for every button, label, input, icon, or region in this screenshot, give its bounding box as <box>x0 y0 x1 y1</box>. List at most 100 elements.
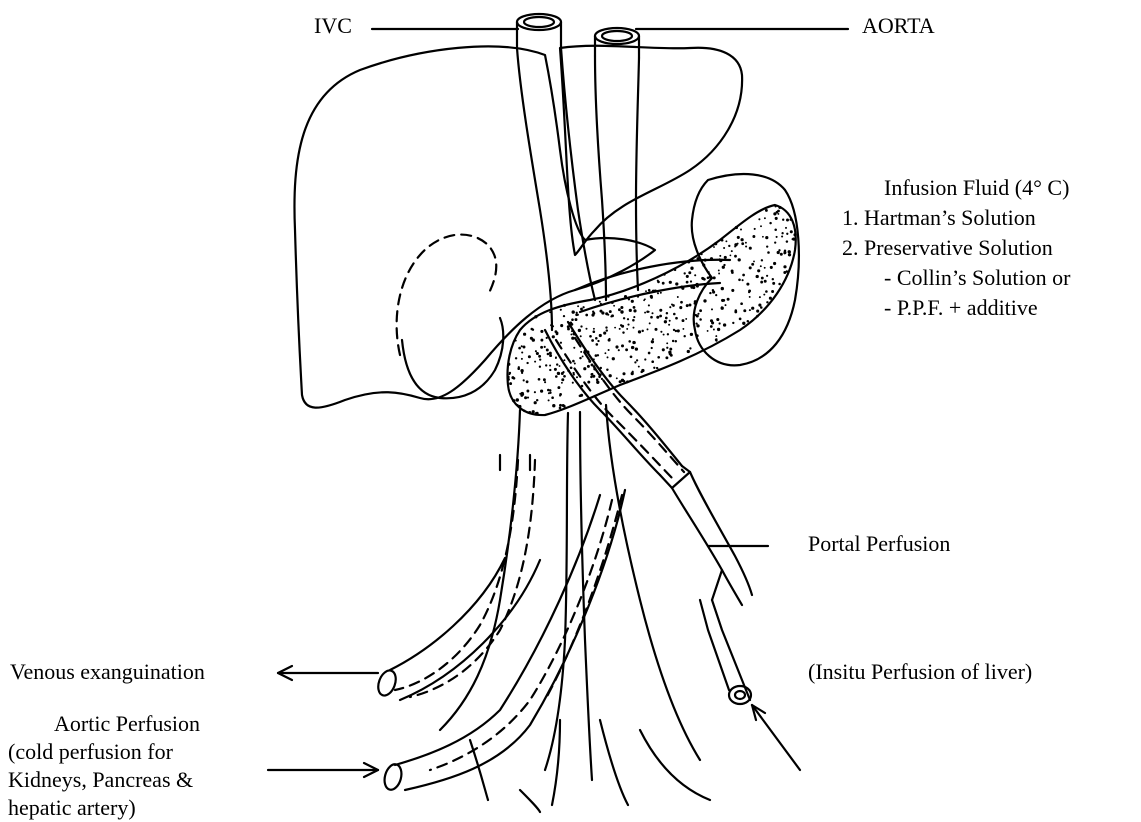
stipple-dot <box>638 366 640 368</box>
stipple-dot <box>567 325 570 328</box>
stipple-dot <box>745 242 747 244</box>
stipple-dot <box>636 359 638 361</box>
right-kidney-visible <box>402 318 503 398</box>
stipple-dot <box>571 318 574 321</box>
stipple-dot <box>782 219 784 221</box>
stipple-dot <box>577 314 579 316</box>
stipple-dot <box>549 311 551 313</box>
stipple-dot <box>521 358 523 360</box>
stipple-dot <box>774 229 777 232</box>
stipple-dot <box>551 396 554 399</box>
stipple-dot <box>601 378 603 380</box>
stipple-dot <box>622 372 625 375</box>
stipple-dot <box>758 304 761 307</box>
stipple-dot <box>727 298 730 301</box>
stipple-dot <box>688 271 691 274</box>
stipple-dot <box>767 251 770 254</box>
stipple-dot <box>580 325 582 327</box>
stipple-dot <box>608 349 610 351</box>
stipple-dot <box>552 335 555 338</box>
stipple-dot <box>765 209 768 212</box>
stipple-dot <box>530 337 533 340</box>
venous-exanguination-label: Venous exanguination <box>10 658 205 685</box>
stipple-dot <box>776 236 778 238</box>
stipple-dot <box>780 253 783 256</box>
stipple-dot <box>673 313 676 316</box>
stipple-dot <box>624 295 627 298</box>
stipple-dot <box>630 355 633 358</box>
stipple-dot <box>621 379 624 382</box>
stipple-dot <box>507 376 510 379</box>
stipple-dot <box>632 346 634 348</box>
stipple-dot <box>560 324 563 327</box>
stipple-dot <box>648 304 650 306</box>
stipple-dot <box>532 410 535 413</box>
stipple-dot <box>667 333 669 335</box>
stipple-dot <box>784 249 786 251</box>
stipple-dot <box>718 322 720 324</box>
stipple-dot <box>747 320 750 323</box>
stipple-dot <box>696 324 699 327</box>
stipple-dot <box>608 338 610 340</box>
stipple-dot <box>632 319 635 322</box>
stipple-dot <box>507 363 510 366</box>
stipple-dot <box>567 369 570 372</box>
stipple-dot <box>662 282 665 285</box>
stipple-dot <box>716 318 719 321</box>
stipple-dot <box>544 381 546 383</box>
stipple-dot <box>696 334 699 337</box>
stipple-dot <box>666 347 668 349</box>
stipple-dot <box>679 306 682 309</box>
stipple-dot <box>573 332 576 335</box>
stipple-dot <box>531 328 534 331</box>
stipple-dot <box>760 225 762 227</box>
stipple-dot <box>628 340 631 343</box>
stipple-dot <box>559 395 561 397</box>
stipple-dot <box>595 354 598 357</box>
stipple-dot <box>793 233 796 236</box>
stipple-dot <box>612 357 615 360</box>
stipple-dot <box>723 247 725 249</box>
stipple-dot <box>735 226 738 229</box>
stipple-dot <box>589 335 592 338</box>
stipple-dot <box>580 308 583 311</box>
stipple-dot <box>595 343 598 346</box>
stipple-dot <box>772 278 774 280</box>
stipple-dot <box>668 351 671 354</box>
stipple-dot <box>657 281 660 284</box>
stipple-dot <box>540 346 543 349</box>
stipple-dot <box>664 320 667 323</box>
stipple-dot <box>775 217 778 220</box>
stipple-dot <box>570 366 573 369</box>
stipple-dot <box>714 242 717 245</box>
stipple-dot <box>538 355 541 358</box>
stipple-dot <box>685 318 687 320</box>
stipple-dot <box>756 315 759 318</box>
stipple-dot <box>713 329 715 331</box>
stipple-dot <box>629 309 632 312</box>
stipple-dot <box>648 289 651 292</box>
stipple-dot <box>555 357 557 359</box>
stipple-dot <box>593 358 595 360</box>
aorta-vessel <box>595 28 639 58</box>
stipple-dot <box>690 267 693 270</box>
stipple-dot <box>576 376 578 378</box>
stipple-dot <box>652 290 655 293</box>
stipple-dot <box>707 276 710 279</box>
stipple-dot <box>695 322 697 324</box>
stipple-dot <box>547 389 550 392</box>
stipple-dot <box>764 280 767 283</box>
stipple-dot <box>526 362 528 364</box>
stipple-dot <box>762 236 764 238</box>
stipple-dot <box>556 332 558 334</box>
stipple-dot <box>687 350 690 353</box>
stipple-dot <box>631 300 634 303</box>
portal-inflow-arrow <box>752 705 800 770</box>
stipple-dot <box>552 404 555 407</box>
stipple-dot <box>611 301 614 304</box>
stipple-dot <box>663 273 666 276</box>
stipple-dot <box>563 405 566 408</box>
stipple-dot <box>748 291 750 293</box>
stipple-dot <box>789 219 791 221</box>
stipple-dot <box>552 325 554 327</box>
